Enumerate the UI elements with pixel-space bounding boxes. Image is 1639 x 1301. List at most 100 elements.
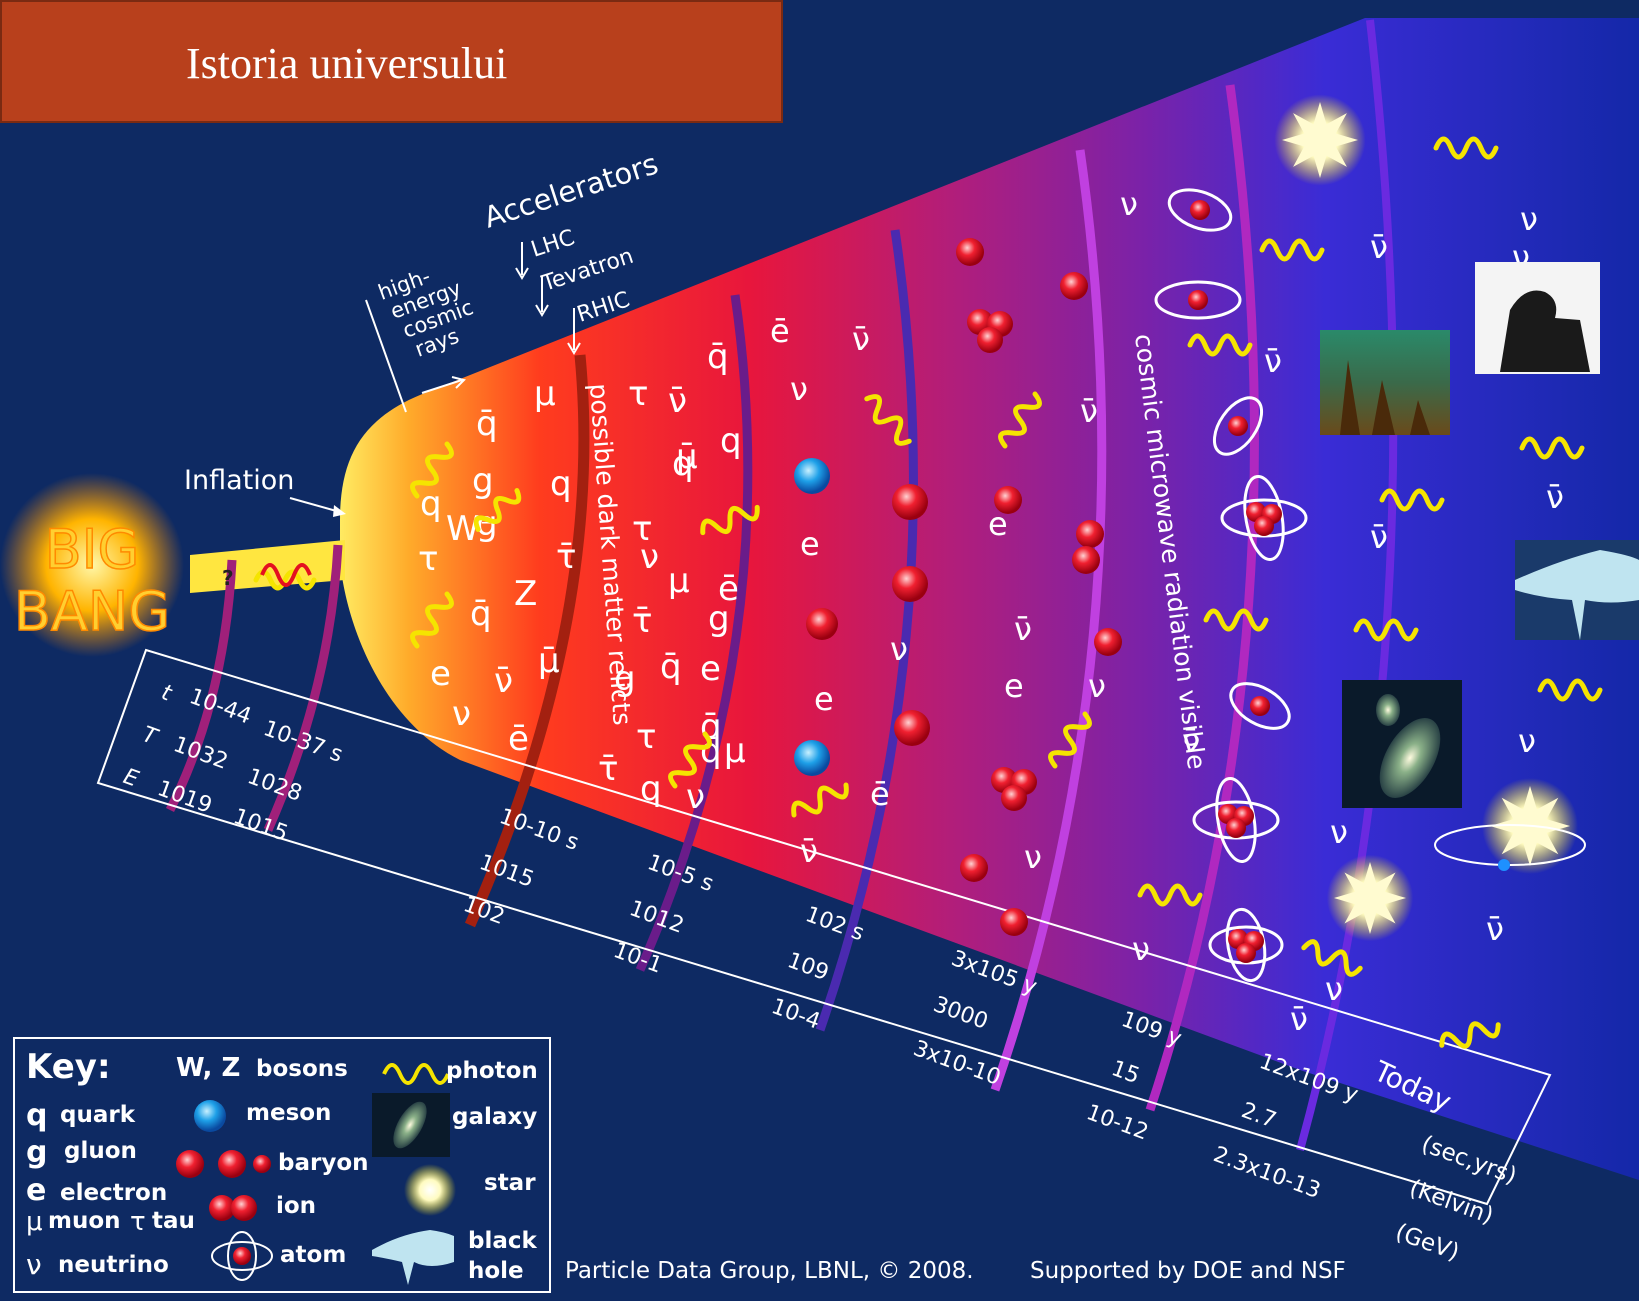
particle-symbol: ν̄ bbox=[1546, 478, 1564, 516]
key-label: electron bbox=[60, 1180, 167, 1206]
timeline-value-T: 2.7 bbox=[1238, 1098, 1279, 1133]
inflation-arrow bbox=[289, 497, 341, 513]
photon-wave bbox=[700, 504, 760, 536]
key-atom-icon bbox=[227, 1231, 257, 1281]
key-label: black bbox=[468, 1228, 538, 1254]
key-label: ion bbox=[276, 1193, 316, 1219]
particle-symbol: ν bbox=[452, 694, 471, 734]
big-bang-label-bang: BANG bbox=[14, 580, 170, 643]
boundary-planck bbox=[165, 559, 237, 813]
timeline-value-t: 10-44 bbox=[186, 684, 255, 729]
key-label: neutrino bbox=[58, 1252, 169, 1278]
particle-symbol: ē bbox=[508, 719, 529, 759]
particle-symbol: q̄ bbox=[470, 594, 492, 634]
atom-nucleus bbox=[1250, 696, 1270, 716]
timeline-value-E: 10-1 bbox=[610, 938, 665, 979]
particle-symbol: τ̄ bbox=[598, 749, 618, 789]
atom-nucleus bbox=[1228, 416, 1248, 436]
particle-symbol: ē bbox=[770, 312, 790, 350]
cosmic-rays-arrow bbox=[421, 376, 466, 394]
photon-wave bbox=[1187, 333, 1253, 357]
proton bbox=[1072, 546, 1100, 574]
key-label: meson bbox=[246, 1100, 331, 1126]
baryon bbox=[892, 566, 928, 602]
atom-nucleus bbox=[1236, 943, 1256, 963]
particle-symbol: g bbox=[476, 504, 498, 544]
particle-symbol: ν bbox=[686, 777, 705, 817]
photon-wave bbox=[998, 391, 1042, 449]
photon-wave bbox=[1048, 711, 1092, 769]
particle-symbol: τ̄ bbox=[556, 537, 576, 577]
timeline-value-E: 1015 bbox=[230, 804, 291, 847]
universe-expansion-cone bbox=[340, 18, 1639, 1180]
particle-symbol: τ̄ bbox=[632, 601, 652, 641]
particle-symbol: ν̄ bbox=[800, 832, 818, 870]
particle-symbol: g bbox=[708, 599, 730, 639]
key-label: tau bbox=[152, 1208, 195, 1234]
particle-symbol: q̄ bbox=[707, 337, 729, 377]
proton bbox=[994, 486, 1022, 514]
particle-symbol: q bbox=[720, 421, 742, 461]
key-label: galaxy bbox=[452, 1104, 537, 1130]
photon-wave bbox=[410, 591, 454, 649]
atom-orbit bbox=[1167, 188, 1233, 232]
key-symbol: e bbox=[26, 1173, 46, 1208]
timeline-value-T: 15 bbox=[1108, 1056, 1143, 1089]
particle-symbol: ν bbox=[890, 630, 908, 668]
key-star-icon bbox=[404, 1164, 456, 1216]
key-symbol: ν bbox=[26, 1248, 42, 1281]
key-symbol: q bbox=[26, 1098, 47, 1133]
key-baryon-icon bbox=[176, 1150, 204, 1178]
boundary-cmb bbox=[990, 149, 1107, 1092]
photon-wave bbox=[1519, 436, 1585, 460]
key-symbol: W, Z bbox=[176, 1053, 240, 1083]
cosmic-rays-bracket bbox=[365, 299, 407, 413]
particle-symbol: μ bbox=[724, 731, 746, 771]
particle-symbol: Z bbox=[514, 574, 537, 614]
photon-wave bbox=[1433, 136, 1499, 160]
particle-symbol: e bbox=[700, 649, 721, 689]
planet-icon bbox=[1498, 859, 1510, 871]
tevatron-arrow bbox=[535, 276, 549, 317]
timeline-unit: (sec,yrs) bbox=[1418, 1131, 1520, 1189]
particle-symbol: ν̄ bbox=[1370, 518, 1388, 556]
boundary-nucleosynthesis bbox=[815, 229, 918, 1032]
particle-symbol: ν bbox=[1325, 970, 1343, 1008]
key-atom-nucleus bbox=[233, 1247, 251, 1265]
particle-symbol: ν̄ bbox=[1014, 610, 1032, 648]
particle-symbol: ē bbox=[870, 775, 890, 813]
particle-symbol: μ bbox=[668, 561, 690, 601]
atom-orbit bbox=[1229, 682, 1291, 730]
particle-symbol: ν bbox=[1518, 722, 1536, 760]
credit-pdg: Particle Data Group, LBNL, © 2008. bbox=[565, 1258, 974, 1284]
particle-symbol: g bbox=[472, 461, 494, 501]
timeline-value-t: 10-10 s bbox=[496, 804, 582, 856]
photon-wave bbox=[1259, 238, 1325, 262]
atom-nucleus bbox=[1188, 290, 1208, 310]
key-label: star bbox=[484, 1170, 536, 1196]
atom-nucleus bbox=[1226, 818, 1246, 838]
ion bbox=[977, 327, 1003, 353]
photon-wave bbox=[1353, 618, 1419, 642]
particle-symbol: e bbox=[430, 654, 451, 694]
timeline-unit: (GeV) bbox=[1392, 1219, 1463, 1266]
key-baryon-icon bbox=[253, 1155, 271, 1173]
photon-wave bbox=[1439, 1021, 1501, 1049]
particle-symbol: ν̄ bbox=[668, 381, 687, 421]
rhic-arrow bbox=[567, 308, 581, 355]
key-ion-icon bbox=[209, 1195, 235, 1221]
question-mark: ? bbox=[222, 566, 234, 590]
ion bbox=[1001, 785, 1027, 811]
boundary-inflation bbox=[263, 544, 343, 832]
key-title: Key: bbox=[26, 1047, 111, 1087]
timeline-row-letter: t bbox=[158, 680, 176, 707]
cosmic-rays-label: high- energy cosmic rays bbox=[375, 264, 476, 362]
particle-symbol: q bbox=[640, 769, 662, 809]
particle-symbol: τ bbox=[628, 374, 648, 414]
timeline-unit: (Kelvin) bbox=[1406, 1175, 1497, 1229]
matter-layer bbox=[794, 188, 1308, 983]
photon-wave bbox=[410, 441, 454, 499]
particle-symbol: W⁻ bbox=[446, 509, 498, 549]
